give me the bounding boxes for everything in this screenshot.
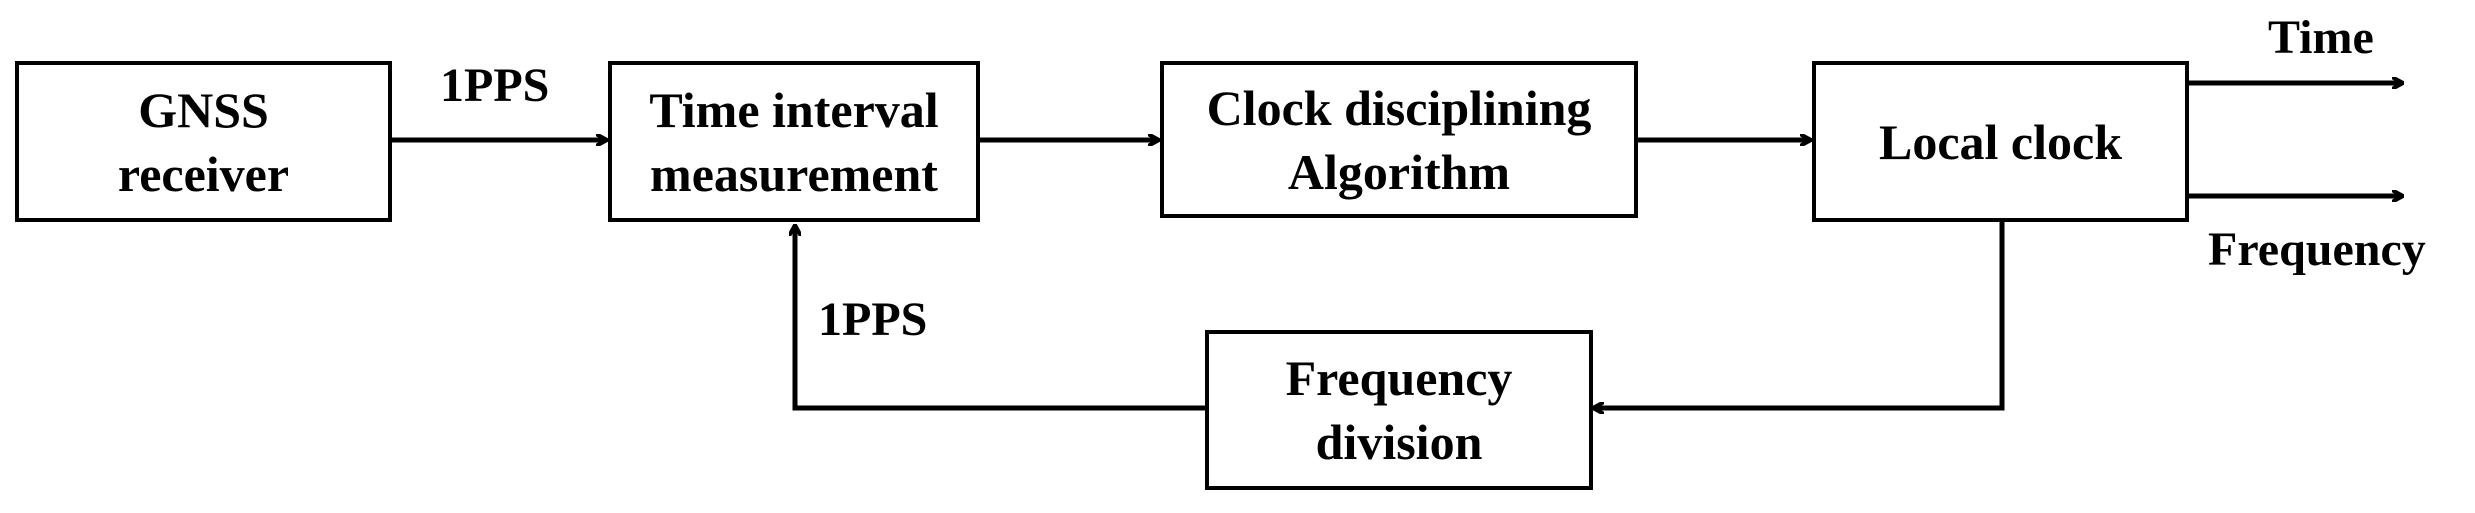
arrow-local-to-fdiv bbox=[1594, 222, 2005, 408]
arrow-fdiv-to-tim bbox=[795, 226, 1205, 411]
clock-disciplining-algorithm-label: Clock disciplining Algorithm bbox=[1206, 79, 1592, 200]
time-interval-measurement-block: Time interval measurement bbox=[608, 61, 980, 222]
gnss-receiver-block: GNSS receiver bbox=[15, 61, 392, 222]
local-clock-block: Local clock bbox=[1812, 61, 2189, 222]
pps-feedback-label: 1PPS bbox=[818, 293, 928, 346]
local-clock-label: Local clock bbox=[1878, 113, 2123, 170]
frequency-division-block: Frequency division bbox=[1205, 330, 1593, 490]
frequency-division-label: Frequency division bbox=[1285, 350, 1513, 470]
pps-input-label: 1PPS bbox=[440, 59, 550, 112]
time-output-label: Time bbox=[2268, 11, 2374, 64]
clock-disciplining-algorithm-block: Clock disciplining Algorithm bbox=[1160, 61, 1638, 218]
frequency-output-label: Frequency bbox=[2208, 223, 2426, 276]
gnss-receiver-label: GNSS receiver bbox=[117, 81, 290, 202]
time-interval-measurement-label: Time interval measurement bbox=[649, 81, 939, 202]
